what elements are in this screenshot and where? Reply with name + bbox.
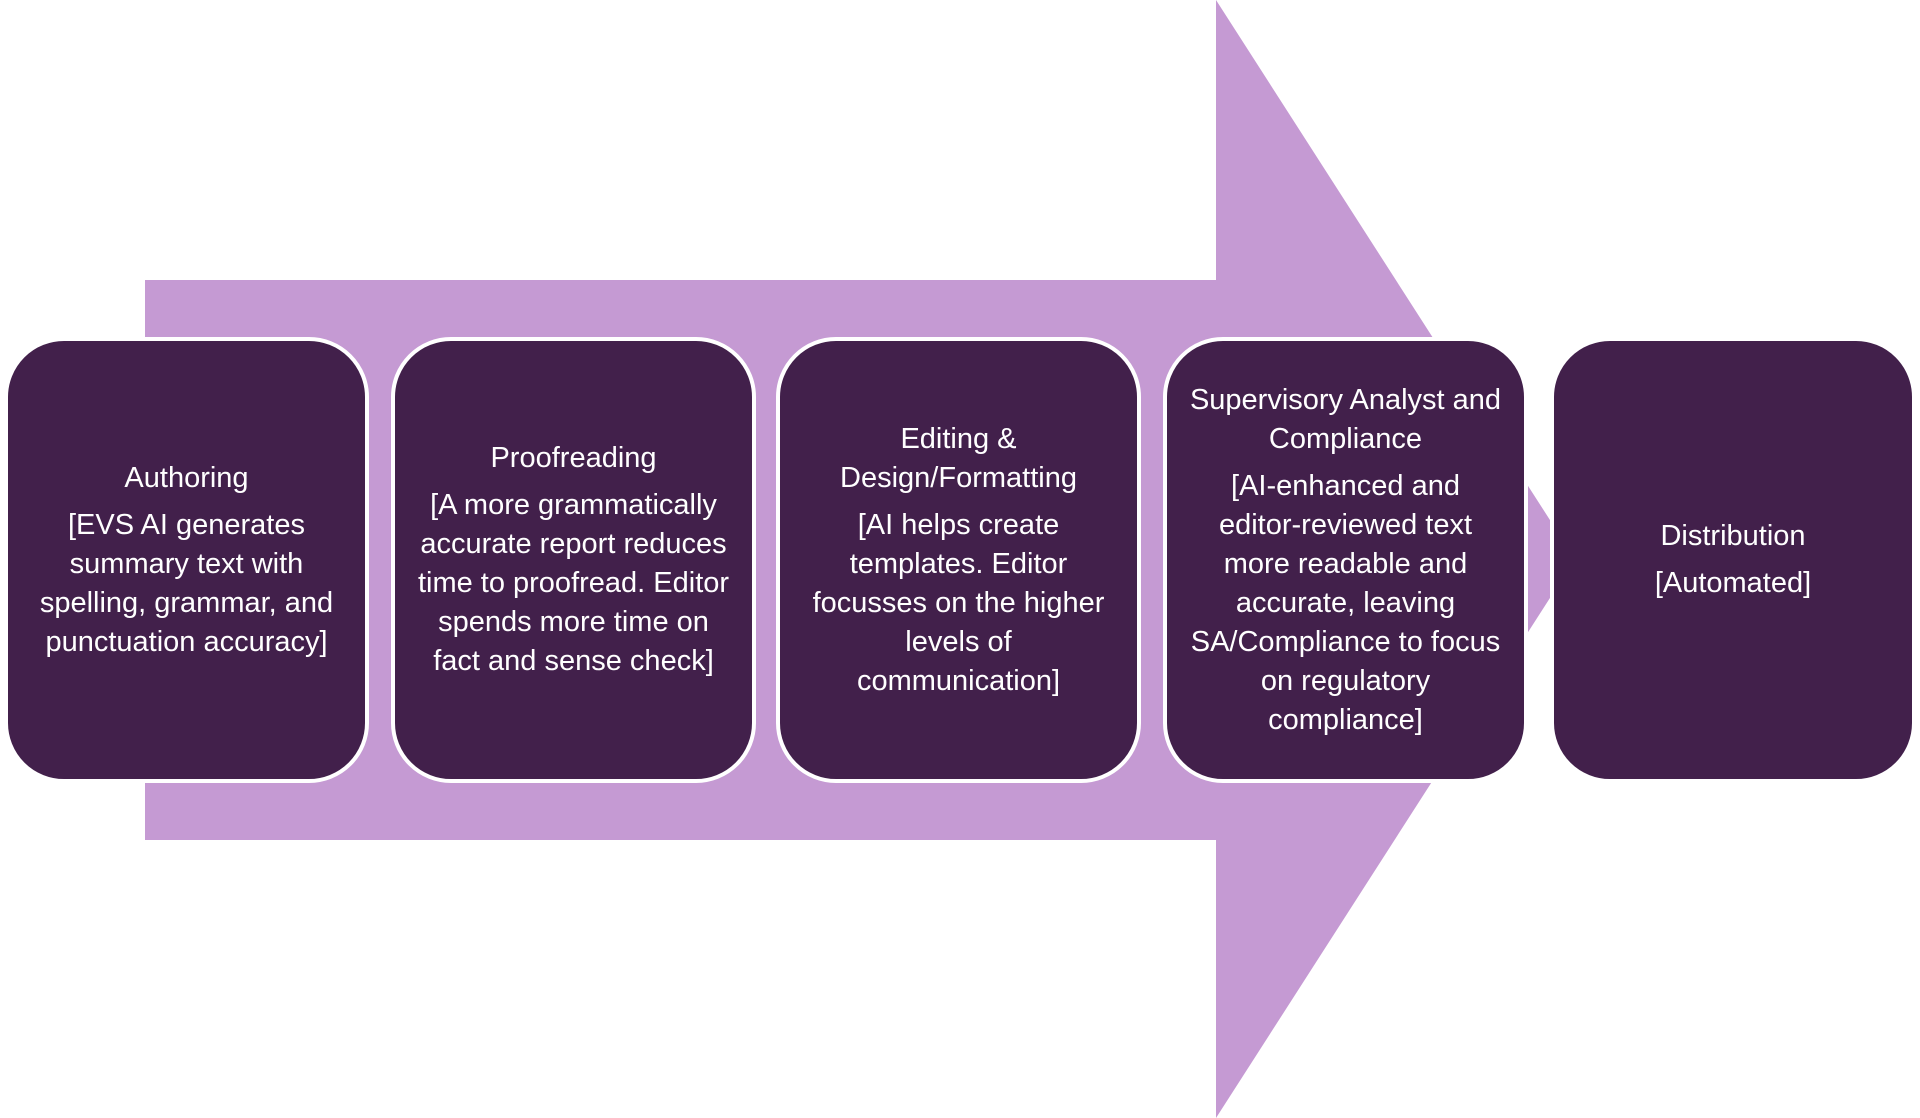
step-box-editing-design: Editing & Design/Formatting [AI helps cr… (776, 337, 1141, 783)
step-box-distribution: Distribution [Automated] (1550, 337, 1916, 783)
step-description: [Automated] (1654, 567, 1812, 599)
step-description: [A more grammatically accurate report re… (417, 489, 730, 677)
step-title: Supervisory Analyst and Compliance (1189, 383, 1502, 455)
step-title: Distribution (1660, 520, 1806, 552)
step-title: Authoring (124, 461, 249, 494)
step-title: Proofreading (490, 442, 657, 474)
step-description: [EVS AI generates summary text with spel… (39, 508, 334, 658)
step-description: [AI-enhanced and editor-reviewed text mo… (1190, 469, 1501, 736)
step-box-proofreading: Proofreading [A more grammatically accur… (391, 337, 756, 783)
step-description: [AI helps create templates. Editor focus… (812, 508, 1105, 697)
step-box-supervisory-compliance: Supervisory Analyst and Compliance [AI-e… (1163, 337, 1528, 783)
step-box-authoring: Authoring [EVS AI generates summary text… (4, 337, 369, 783)
step-title: Editing & Design/Formatting (840, 422, 1077, 494)
